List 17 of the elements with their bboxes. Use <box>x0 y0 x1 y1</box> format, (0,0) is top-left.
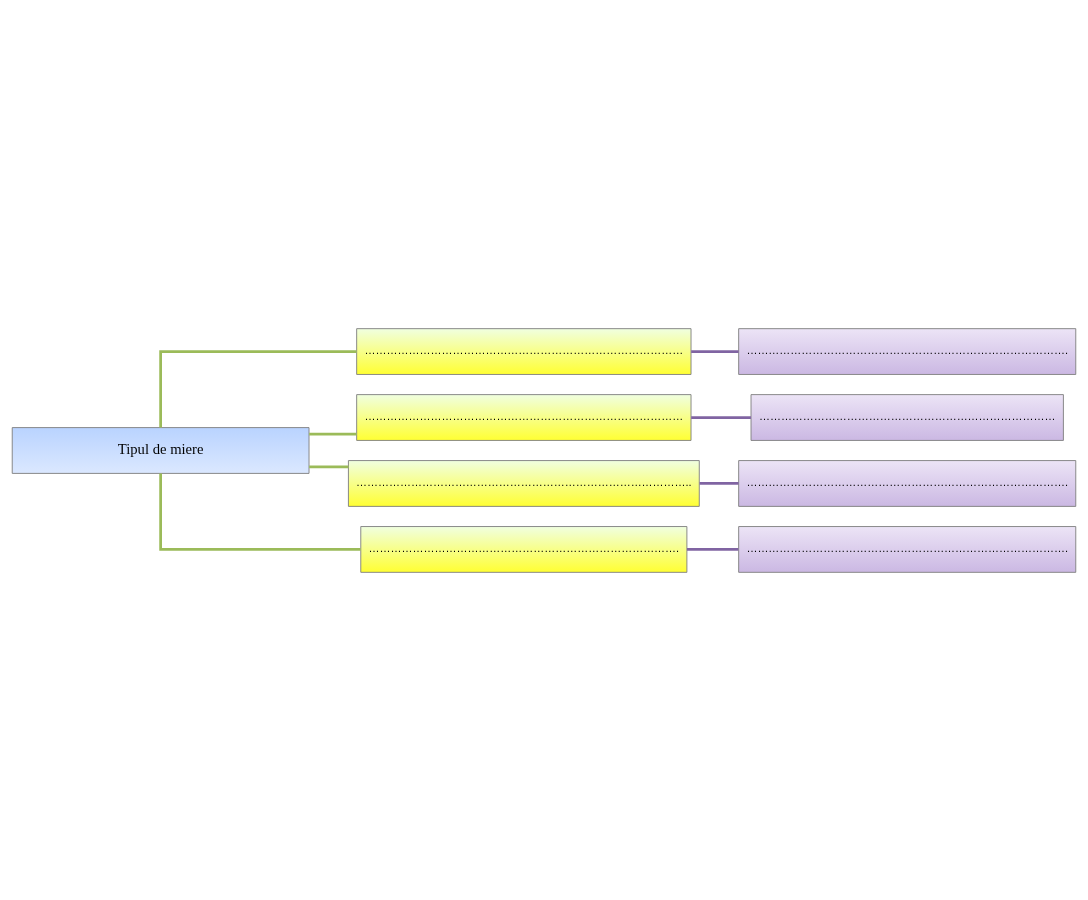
connector <box>159 349 357 428</box>
connector <box>691 415 751 419</box>
node-box: ……………………………………………………………………………. <box>738 459 1077 507</box>
node-box: ……………………………………………………………………………. <box>738 327 1077 375</box>
connector <box>159 472 361 551</box>
node-box: …………………………………………………………………………. <box>360 525 688 573</box>
connector <box>309 465 349 468</box>
node-box: ……………………………………………………………………… <box>750 393 1064 441</box>
node-box: ……………………………………………………………………………….. <box>347 459 700 507</box>
connector <box>687 547 739 551</box>
connector <box>699 481 739 485</box>
connector <box>309 432 357 435</box>
node-box: Tipul de miere <box>11 426 310 474</box>
node-box: …………………………………………………………………………… <box>356 393 692 441</box>
connector <box>691 349 739 353</box>
node-box: ……………………………………………………………………………. <box>738 525 1077 573</box>
node-box: …………………………………………………………………………… <box>356 327 692 375</box>
